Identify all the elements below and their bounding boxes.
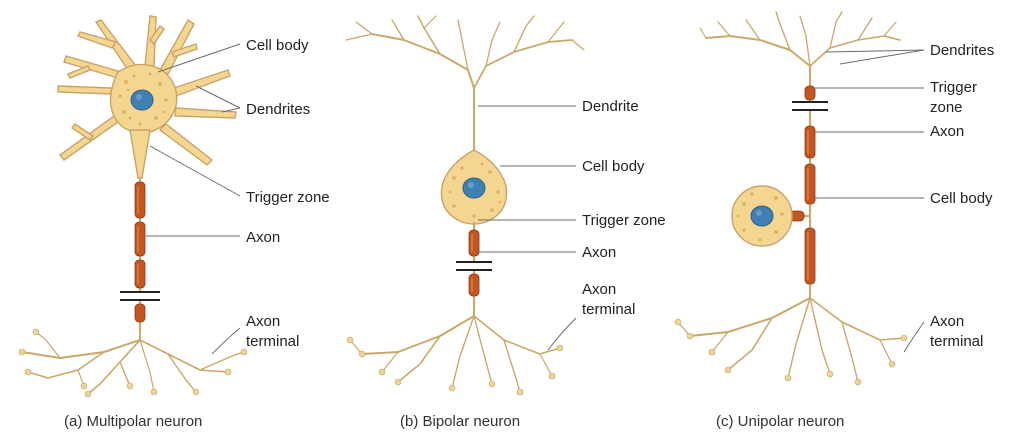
multipolar-caption: (a) Multipolar neuron — [64, 413, 202, 430]
multipolar-trigger-zone — [130, 130, 150, 178]
multipolar-dendrites-label: Dendrites — [246, 101, 310, 118]
unipolar-trigger-label-line1: Trigger — [930, 79, 977, 96]
multipolar-axon-terminal-label-line2: terminal — [246, 333, 299, 350]
multipolar-trigger-zone-label: Trigger zone — [246, 189, 330, 206]
bipolar-nucleus — [463, 178, 485, 198]
bipolar-axon-terminal-label-line1: Axon — [582, 281, 616, 298]
multipolar-axon-terminals — [19, 329, 247, 397]
bipolar-neuron: Dendrite Cell body Trigger zone Axon Axo… — [346, 16, 666, 430]
bipolar-axon-terminal-label-line2: terminal — [582, 301, 635, 318]
unipolar-axon-break — [792, 102, 828, 110]
bipolar-leader-lines — [478, 106, 576, 350]
multipolar-nucleus — [131, 90, 153, 110]
unipolar-dendrite-tree — [700, 12, 900, 84]
multipolar-axon-label: Axon — [246, 229, 280, 246]
multipolar-axon-terminal-label-line1: Axon — [246, 313, 280, 330]
unipolar-dendrites-label: Dendrites — [930, 42, 994, 59]
unipolar-neuron: Dendrites Trigger zone Axon Cell body Ax… — [675, 12, 994, 430]
bipolar-caption: (b) Bipolar neuron — [400, 413, 520, 430]
unipolar-caption: (c) Unipolar neuron — [716, 413, 844, 430]
bipolar-axon-break — [456, 262, 492, 270]
multipolar-neuron: Cell body Dendrites Trigger zone Axon Ax… — [19, 16, 330, 430]
unipolar-axon-label: Axon — [930, 123, 964, 140]
bipolar-trigger-zone-label: Trigger zone — [582, 212, 666, 229]
bipolar-axon-label: Axon — [582, 244, 616, 261]
unipolar-leader-lines — [814, 50, 924, 352]
unipolar-nucleus — [751, 206, 773, 226]
unipolar-axon-terminal-label-line2: terminal — [930, 333, 983, 350]
multipolar-cell-body-label: Cell body — [246, 37, 309, 54]
multipolar-axon-break — [120, 292, 160, 300]
unipolar-cell-body-label: Cell body — [930, 190, 993, 207]
bipolar-dendrite-label: Dendrite — [582, 98, 639, 115]
bipolar-dendrite-tree — [346, 16, 584, 156]
bipolar-axon-terminals — [347, 306, 563, 395]
unipolar-axon-terminal-label-line1: Axon — [930, 313, 964, 330]
unipolar-trigger-label-line2: zone — [930, 99, 963, 116]
unipolar-myelin — [790, 86, 815, 284]
bipolar-cell-body-label: Cell body — [582, 158, 645, 175]
unipolar-axon-terminals — [675, 286, 907, 385]
